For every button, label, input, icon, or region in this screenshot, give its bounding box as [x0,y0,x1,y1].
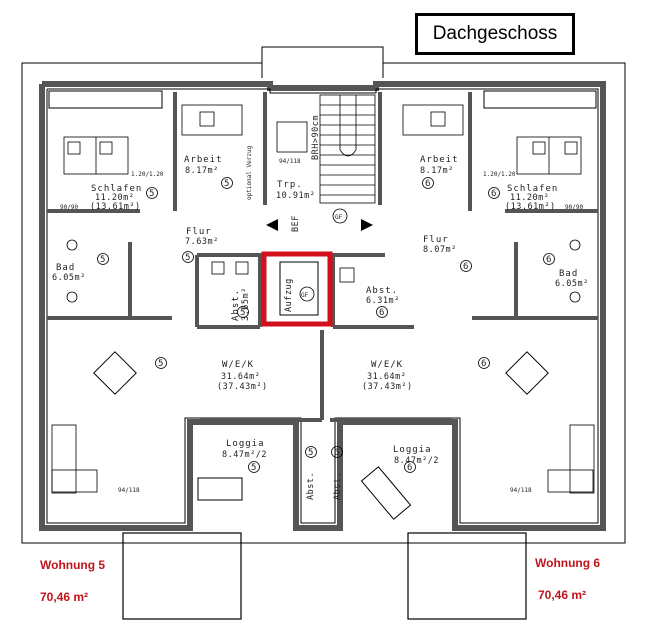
room-bad-right-name: Bad [559,269,578,279]
bef-annotation: BEF [291,215,301,232]
room-arbeit-right-unit: 6 [425,179,431,189]
optional-annotation: optional Verzug [246,145,253,200]
window-size-wek-left: 94/118 [118,487,140,494]
room-wek-right-name: W/E/K [371,360,403,370]
room-abst-loggia-left-name: Abst. [306,472,316,500]
room-flur-left-area: 7.63m² [185,237,219,247]
room-schlafen-left-area2: (13.61m²) [90,202,141,212]
room-abst-right-area: 6.31m² [366,296,400,306]
room-bad-left-unit: 5 [100,255,106,265]
room-schlafen-right-area: 11.20m² [510,193,549,203]
exterior-walls [39,81,606,531]
room-wek-right-area: 31.64m² [367,372,406,382]
room-wek-left-area: 31.64m² [221,372,260,382]
room-bad-right-unit: 6 [546,255,552,265]
exterior-walls-inner [46,88,599,524]
beds [63,136,582,175]
room-flur-left-name: Flur [186,227,212,237]
desks [181,104,464,153]
room-flur-right-unit: 6 [463,262,469,272]
room-loggia-left-unit: 5 [251,463,257,473]
room-loggia-right-area: 8.47m²/2 [394,456,439,466]
window-size-wek-right: 94/118 [510,487,532,494]
window-size-trp: 94/118 [279,158,301,165]
room-abst-left-area: 3.65m² [241,287,251,321]
room-bad-left-area: 6.05m² [52,273,86,283]
room-loggia-left-area: 8.47m²/2 [222,450,267,460]
sofas [51,424,595,494]
room-flur-right-area: 8.07m² [423,245,457,255]
room-wek-left-name: W/E/K [222,360,254,370]
room-loggia-left-name: Loggia [226,439,265,449]
room-arbeit-right-area: 8.17m² [420,166,454,176]
room-flur-left-unit: 5 [185,253,191,263]
room-abst-right-unit: 6 [379,308,385,318]
room-wek-left-unit: 5 [158,359,164,369]
room-wek-left-area2: (37.43m²) [217,382,268,392]
room-abst-loggia-right-name: Abst. [333,472,343,500]
room-arbeit-left-name: Arbeit [184,155,223,165]
room-abst-left-name: Abst. [231,289,241,321]
room-trp-name: Trp. [277,180,303,190]
room-bad-left-name: Bad [56,263,75,273]
room-abst-left-unit: 5 [240,308,246,318]
room-bad-right-area: 6.05m² [555,279,589,289]
room-schlafen-left-name: Schlafen [91,184,142,194]
window-size-left: 90/90 [60,204,78,211]
bath-fixtures [66,239,581,303]
room-arbeit-left-unit: 5 [224,179,230,189]
bed-size-right: 1.20/1.20 [483,171,516,178]
room-wek-right-unit: 6 [481,359,487,369]
staircase [319,94,376,204]
brh-annotation: BRH>90cm [311,115,321,160]
window-size-right: 90/90 [565,204,583,211]
unit-left-area: 70,46 m² [40,590,89,604]
room-loggia-right-unit: 6 [407,463,413,473]
unit-right-name: Wohnung 6 [535,556,601,570]
unit-circles [97,177,555,473]
room-schlafen-right-area2: (13.61m²) [505,202,556,212]
room-schlafen-left-unit: 5 [149,189,155,199]
gf-stair: GF [335,214,343,221]
room-aufzug-name: Aufzug [284,278,294,312]
lift-shaft [261,251,333,327]
interior-walls [47,92,598,422]
room-abst-loggia-right-unit: 6 [334,448,340,458]
stair-arrows [266,219,373,231]
balconies [122,532,527,620]
dining-tables [93,351,549,501]
room-wek-right-area2: (37.43m²) [362,382,413,392]
room-flur-right-name: Flur [423,235,449,245]
room-schlafen-right-name: Schlafen [507,184,558,194]
room-loggia-right-name: Loggia [393,445,432,455]
lounger [360,466,412,520]
room-trp-area: 10.91m² [276,191,315,201]
unit-left-name: Wohnung 5 [40,558,106,572]
bed-size-left: 1.20/1.20 [131,171,164,178]
room-abst-right-name: Abst. [366,286,398,296]
room-abst-loggia-left-unit: 5 [308,448,314,458]
room-schlafen-left-area: 11.20m² [95,193,134,203]
roof-outline [21,46,626,544]
dormer-bands [48,90,597,109]
room-aufzug-tag: GF [301,292,309,299]
room-arbeit-left-area: 8.17m² [185,166,219,176]
unit-right-area: 70,46 m² [538,588,587,602]
floor-title: Dachgeschoss [415,13,575,55]
room-arbeit-right-name: Arbeit [420,155,459,165]
room-schlafen-right-unit: 6 [491,189,497,199]
